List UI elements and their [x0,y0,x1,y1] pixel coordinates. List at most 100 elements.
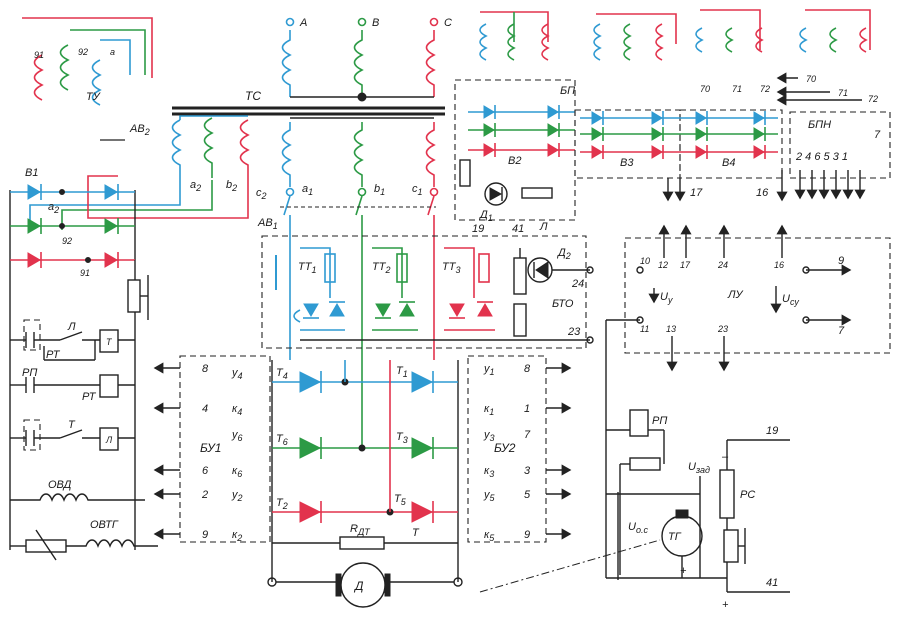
uos-label: Uо.с [628,521,648,535]
bu1-y2: у2 [231,489,243,503]
bp-label: БП [560,85,575,97]
v1-a2-label: a2 [48,201,59,215]
block-bpn: БПН 70 71 72 2 4 6 5 3 1 7 [776,9,891,200]
bu1-pin-6: 6 [202,465,209,477]
lu-11: 11 [640,324,649,334]
phase-a-label: A [299,17,307,29]
ladder-rp-label: РП [22,367,37,379]
bu1-pin-9: 9 [202,529,208,541]
v4-72: 72 [760,84,770,94]
bu2-pin-3: 3 [524,465,531,477]
ucu-label: Uсу [782,293,799,307]
d2-label: Д2 [556,247,571,261]
lu-16: 16 [774,260,784,270]
lu-24: 24 [717,260,728,270]
c1-label: c1 [412,183,423,197]
bu2-y5: у5 [483,489,496,503]
tt1-label: ТТ1 [298,261,316,275]
rs-label: РС [740,489,755,501]
bto-24: 24 [571,278,584,290]
ladder-l1-label: Л [67,321,76,333]
rs-41: 41 [766,577,778,589]
lu-23: 23 [717,324,728,334]
bu2-k1: к1 [484,403,494,417]
ladder-l2-label: Л [105,435,113,445]
t-mid-label: Т [412,527,420,539]
out-16: 16 [756,187,769,199]
motor-label: Д [353,579,364,593]
t4-label: Т4 [276,367,288,381]
t2-label: Т2 [276,497,288,511]
t5-label: Т5 [394,493,407,507]
ladder-rt2-label: РТ [82,391,97,403]
bpn-70: 70 [806,74,816,84]
rdt-label: RДТ [350,523,371,537]
tg-plus: + [680,565,687,577]
bu2-y3: у3 [483,429,495,443]
rs-plus: + [722,599,729,611]
bu1-pin-4: 4 [202,403,208,415]
lu-13: 13 [666,324,676,334]
bu2-y1: у1 [483,363,495,377]
bu1-pin-8: 8 [202,363,209,375]
thyristor-bridge: Т4 Т1 Т6 Т3 Т2 Т5 RДТ Т Д [267,360,463,608]
b2-label: b2 [226,179,237,193]
v4-71: 71 [732,84,742,94]
v3-label: В3 [620,157,634,169]
ladder-t2-label: Т [68,419,76,431]
tu-92-label: 92 [78,47,88,57]
bu2-pin-8: 8 [524,363,531,375]
tu-label: ТУ [86,91,101,103]
rp-label: РП [652,415,667,427]
bpn-72: 72 [868,94,878,104]
lu-label: ЛУ [727,289,744,301]
rs-19: 19 [766,425,778,437]
block-lu: ЛУ 10 11 Uу 12 17 24 16 13 23 9 7 Uсу [624,224,891,372]
transformer-ts: ТС A B C a1 b1 c1 [172,17,452,197]
phase-c-label: C [444,17,452,29]
bto-23: 23 [567,326,581,338]
ladder-t1-label: Т [106,337,113,347]
tu-91-label: 91 [34,50,44,60]
transformer-tu: 91 92 a ТУ [22,17,153,106]
bto-label: БТО [552,298,574,310]
bp-l-label: Л [539,221,548,233]
v4-70: 70 [700,84,710,94]
rs-minus: – [721,451,729,463]
lu-out-7: 7 [838,325,845,337]
bu2-k5: к5 [484,529,495,543]
bu1-pin-2: 2 [201,489,208,501]
bu2-pin-9: 9 [524,529,530,541]
winding-group-2: АВ2 a2 b2 c2 [29,115,267,230]
feedback-circuit: РП ТГ + Uо.с РС Uзад 19 – 41 + [479,319,790,611]
block-bu2: БУ2 8 1 7 3 5 9 у1 к1 у3 к3 у5 к5 [467,355,572,543]
v1-92-label: 92 [62,236,72,246]
bu1-k6: к6 [232,465,242,479]
tt3-label: ТТ3 [442,261,460,275]
d1-label: Д1 [478,209,493,223]
bridge-v1: В1 a2 92 91 [9,167,149,550]
tu-a2-label: a [110,47,115,57]
block-bu1: БУ1 8 4 6 2 9 у4 к4 у6 к6 у2 к2 [153,355,271,543]
av1-label: АВ1 [257,217,278,231]
bu2-pin-5: 5 [524,489,531,501]
relay-ladder: Л Т РТ РП РТ Т Л ОВД ОВТГ [10,319,158,561]
a1-label: a1 [302,183,313,197]
c2-label: c2 [256,187,267,201]
t3-label: Т3 [396,431,408,445]
uy-label: Uу [660,291,673,305]
ladder-rt1-label: РТ [46,349,61,361]
phase-b-label: B [372,17,379,29]
out-17: 17 [690,187,703,199]
lu-10: 10 [640,256,650,266]
bu2-label: БУ2 [494,441,516,455]
tt2-label: ТТ2 [372,261,390,275]
bpn-7: 7 [874,129,881,141]
ovtg-label: ОВТГ [90,519,119,531]
ts-label: ТС [245,89,261,103]
bu2-pin-1: 1 [524,403,530,415]
lu-out-9: 9 [838,255,844,267]
ovd-label: ОВД [48,479,72,491]
lu-17: 17 [680,260,691,270]
